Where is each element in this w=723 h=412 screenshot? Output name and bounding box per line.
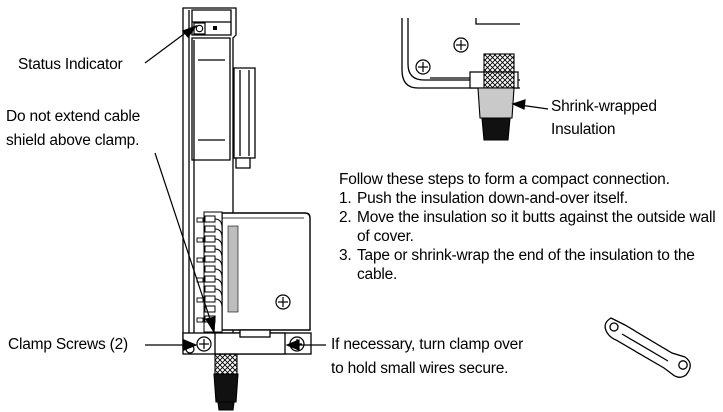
detail-screw-left	[415, 59, 431, 75]
step-number: 1.	[339, 190, 352, 207]
connector-block	[233, 67, 256, 169]
cable-clamp	[182, 329, 312, 355]
detail-screw-right	[453, 37, 469, 53]
step-item: 1. Push the insulation down-and-over its…	[339, 189, 723, 208]
leader-lines	[144, 24, 549, 351]
instruction-steps: Follow these steps to form a compact con…	[339, 170, 723, 284]
detail-view	[401, 18, 520, 89]
shrink-wrapped-label-line2: Insulation	[551, 121, 616, 138]
step-text: Move the insulation so it butts against …	[357, 209, 716, 245]
step-number: 2.	[339, 209, 352, 226]
cable-shield-label-line1: Do not extend cable	[6, 108, 141, 125]
step-list: 1. Push the insulation down-and-over its…	[339, 189, 723, 284]
cable	[213, 353, 239, 411]
spare-clamp	[604, 317, 691, 378]
turn-clamp-label-line2: to hold small wires secure.	[331, 360, 509, 377]
cable-shield-label-line2: shield above clamp.	[6, 132, 140, 149]
wiring-cover	[221, 212, 311, 331]
turn-clamp-label-line1: If necessary, turn clamp over	[331, 336, 524, 353]
step-text: Push the insulation down-and-over itself…	[357, 190, 628, 207]
step-item: 2. Move the insulation so it butts again…	[339, 208, 723, 246]
status-indicator-label: Status Indicator	[18, 56, 123, 73]
step-text: Tape or shrink-wrap the end of the insul…	[357, 247, 695, 283]
step-number: 3.	[339, 247, 352, 264]
detail-cable	[477, 53, 515, 141]
cover-screw	[275, 294, 291, 310]
signal-wires	[214, 218, 223, 309]
step-item: 3. Tape or shrink-wrap the end of the in…	[339, 246, 723, 284]
clamp-screws-label: Clamp Screws (2)	[8, 336, 128, 353]
instruction-intro: Follow these steps to form a compact con…	[339, 171, 670, 188]
shrink-wrapped-label-line1: Shrink-wrapped	[551, 98, 657, 115]
